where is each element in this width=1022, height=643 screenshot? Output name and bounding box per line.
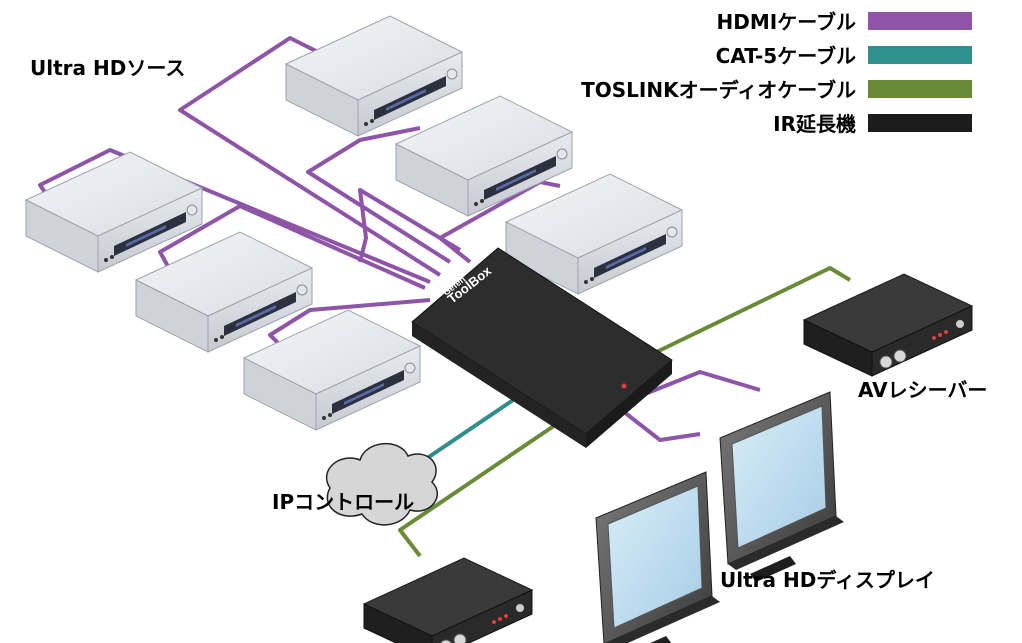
legend-label: TOSLINKオーディオケーブル — [581, 78, 856, 102]
legend-label: IR延長機 — [773, 112, 856, 136]
hdmi-cable-source-1 — [178, 36, 442, 277]
legend-swatch-ir — [868, 113, 972, 132]
ultra-hd-display-2 — [595, 471, 721, 643]
ip-cloud — [325, 442, 438, 526]
ultra-hd-display-1 — [719, 391, 845, 583]
hdmi-cable-display-1 — [639, 370, 761, 398]
av-receiver-label: AVレシーバー — [858, 378, 988, 402]
ir-extender-device — [363, 557, 533, 643]
hdmi-cable-display-2 — [613, 403, 701, 442]
ultra-hd-source-2 — [395, 95, 573, 217]
ultra-hd-source-4 — [25, 151, 203, 273]
ultra-hd-source-1 — [285, 15, 463, 137]
legend-swatch-toslink — [868, 79, 972, 98]
hdmi-cable-source-5 — [158, 204, 426, 290]
legend-label: HDMIケーブル — [716, 10, 856, 34]
ip-control-label: IPコントロール — [272, 490, 415, 514]
legend-swatch-cat5 — [868, 45, 972, 64]
legend-item-cat5: CAT-5ケーブル — [716, 40, 972, 69]
legend-label: CAT-5ケーブル — [715, 44, 856, 68]
legend-item-hdmi: HDMIケーブル — [717, 6, 972, 35]
toslink-cable-ir — [398, 413, 572, 558]
legend-swatch-hdmi — [868, 11, 972, 30]
toolbox-hub: Gefen ToolBox — [411, 247, 673, 448]
legend-item-ir: IR延長機 — [773, 108, 972, 137]
hdmi-cable-source-2 — [306, 126, 452, 264]
legend-item-toslink: TOSLINKオーディオケーブル — [581, 74, 972, 103]
sources-label: Ultra HDソース — [30, 56, 186, 80]
hdmi-cable-source-7 — [438, 180, 561, 264]
toslink-cable-receiver — [639, 266, 852, 362]
av-receiver-device — [803, 273, 973, 377]
ultra-hd-source-6 — [243, 309, 421, 431]
hdmi-cable-source-3 — [358, 188, 462, 263]
displays-label: Ultra HDディスプレイ — [720, 568, 935, 592]
